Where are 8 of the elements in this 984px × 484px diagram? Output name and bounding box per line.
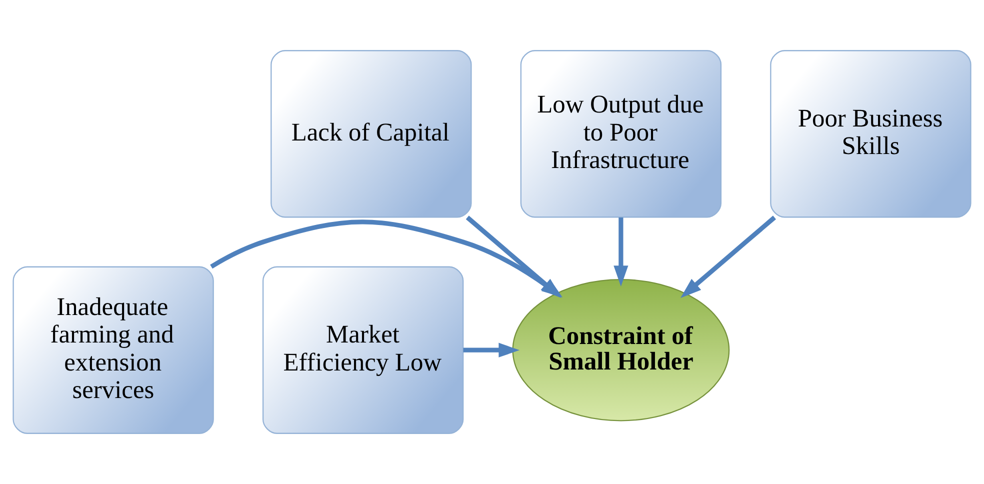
- node-box: Low Output due to Poor Infrastructure: [520, 50, 722, 218]
- node-box: Market Efficiency Low: [262, 266, 464, 434]
- node-box: Poor Business Skills: [770, 50, 972, 218]
- arrow: [463, 342, 520, 358]
- arrow: [680, 216, 776, 298]
- node-box: Lack of Capital: [270, 50, 472, 218]
- arrow: [614, 217, 628, 286]
- node-box: Inadequate farming and extension services: [12, 266, 214, 434]
